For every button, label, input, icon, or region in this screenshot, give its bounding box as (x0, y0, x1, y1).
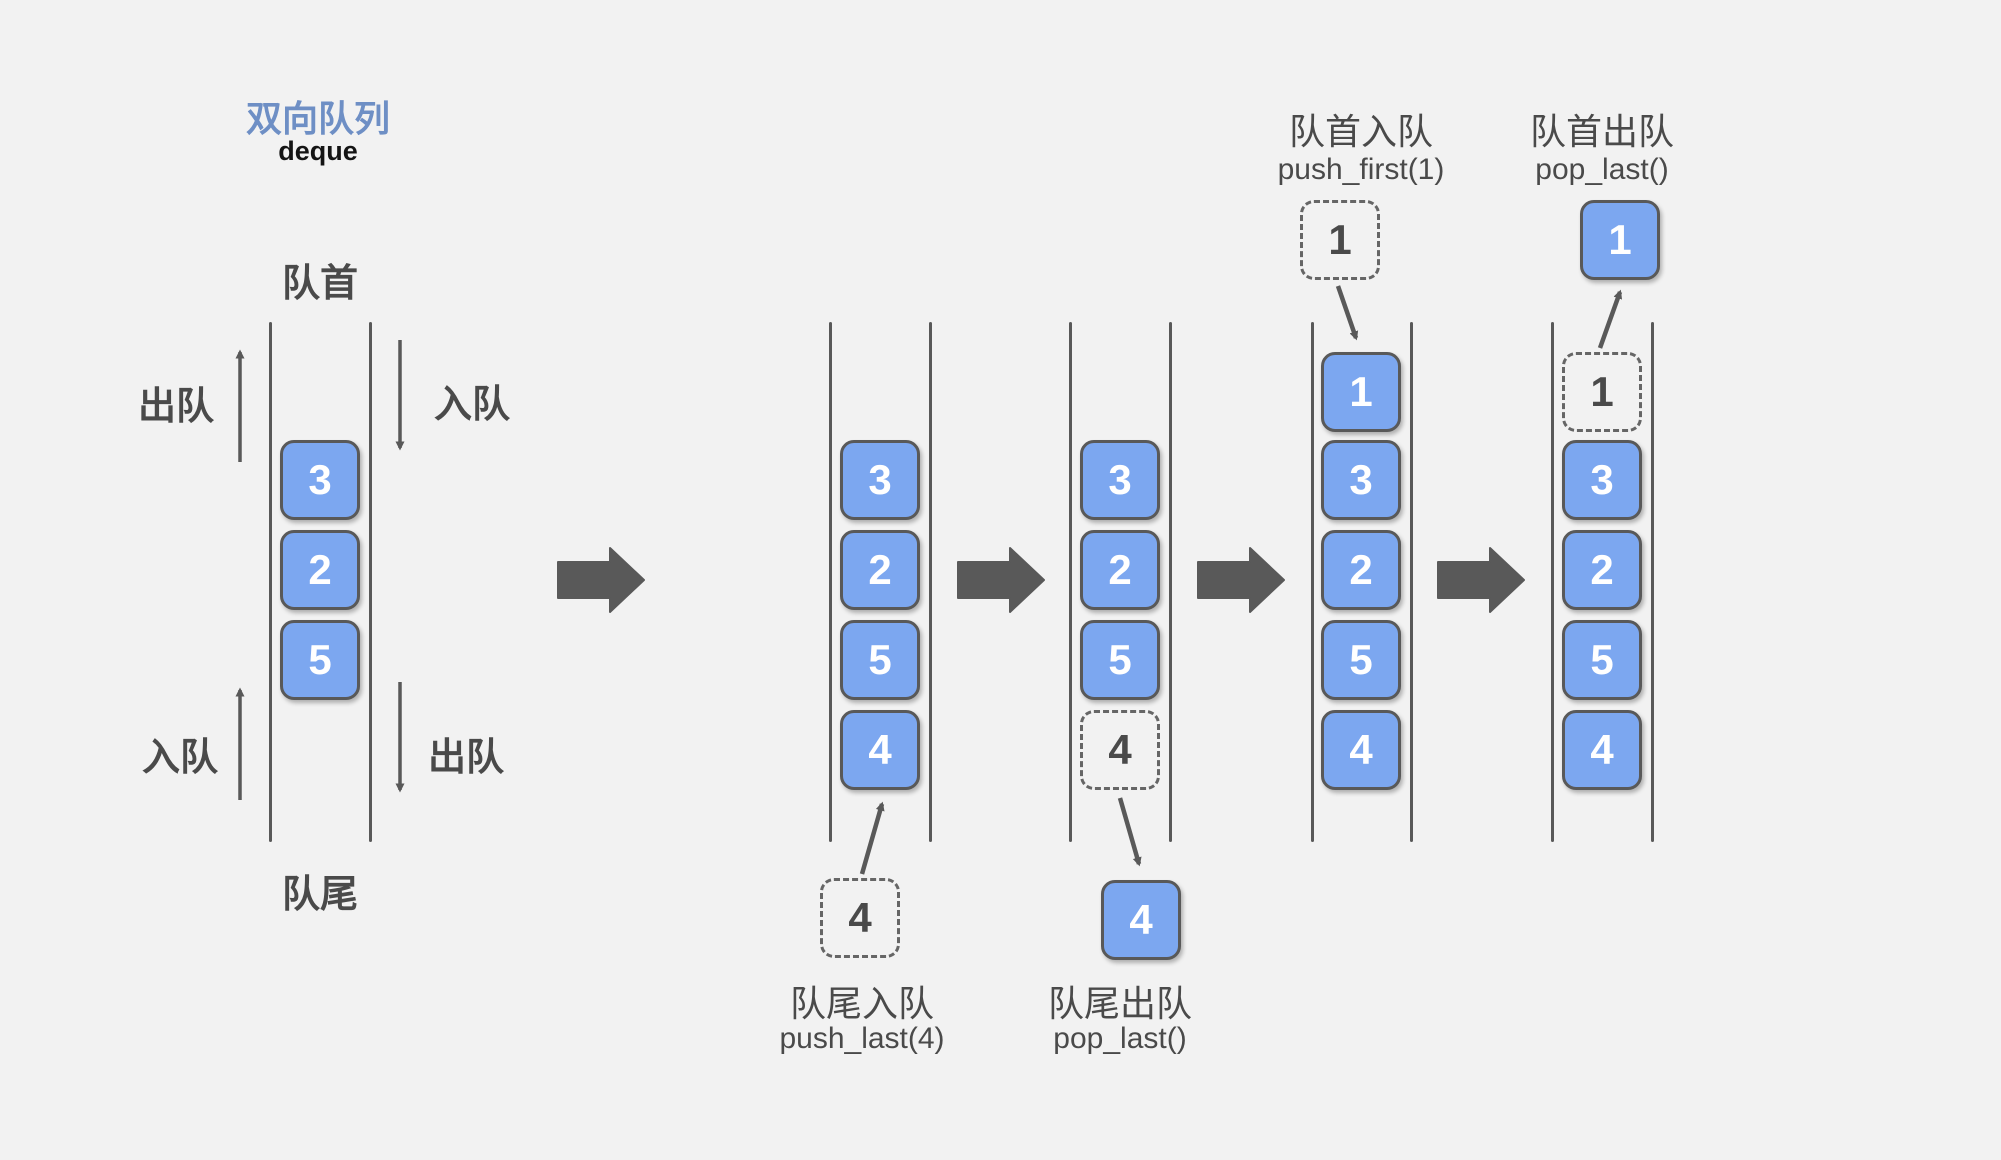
step-arrow-3 (1197, 547, 1285, 613)
pop-last-arrow (1117, 797, 1142, 867)
queue-head-label: 队首 (281, 263, 358, 305)
step-arrow-1 (557, 547, 645, 613)
queue-cell: 2 (1080, 530, 1160, 610)
step-arrow-2 (957, 547, 1045, 613)
diagram-title-en: deque (278, 136, 358, 166)
pop-first-arrow (1597, 289, 1623, 349)
queue-cell: 3 (840, 440, 920, 520)
queue2-left-wall (829, 322, 832, 842)
step-arrow-4 (1437, 547, 1525, 613)
queue-cell: 5 (1321, 620, 1401, 700)
outgoing-cell: 4 (1101, 880, 1181, 960)
dequeue-top-label: 出队 (137, 386, 214, 428)
queue-cell: 3 (1321, 440, 1401, 520)
enqueue-bottom-label: 入队 (141, 737, 218, 779)
op-label-zh: 队首出队 (1529, 111, 1674, 152)
queue-cell: 3 (1562, 440, 1642, 520)
queue5-left-wall (1551, 322, 1554, 842)
op-label-code: push_last(4) (779, 1022, 945, 1055)
op-label-zh: 队尾出队 (1047, 983, 1192, 1024)
queue-cell-ghost: 4 (1080, 710, 1160, 790)
enqueue-top-label: 入队 (433, 384, 510, 426)
queue-cell: 3 (1080, 440, 1160, 520)
op-label-code: push_first(1) (1277, 153, 1445, 186)
queue4-left-wall (1311, 322, 1314, 842)
diagram-title-zh: 双向队列 (245, 98, 390, 139)
queue-cell: 2 (840, 530, 920, 610)
queue3-left-wall (1069, 322, 1072, 842)
queue-cell: 2 (1562, 530, 1642, 610)
queue-cell-ghost: 1 (1562, 352, 1642, 432)
op-label-zh: 队尾入队 (789, 983, 934, 1024)
queue5-right-wall (1651, 322, 1654, 842)
queue1-left-wall (269, 322, 272, 842)
incoming-cell-ghost: 4 (820, 878, 900, 958)
queue3-right-wall (1169, 322, 1172, 842)
queue4-right-wall (1410, 322, 1413, 842)
queue-cell: 4 (840, 710, 920, 790)
queue-cell: 5 (280, 620, 360, 700)
queue-cell: 2 (280, 530, 360, 610)
queue-cell: 5 (840, 620, 920, 700)
queue-tail-label: 队尾 (281, 874, 358, 916)
op-label-zh: 队首入队 (1288, 111, 1433, 152)
incoming-cell-ghost: 1 (1300, 200, 1380, 280)
queue-cell: 3 (280, 440, 360, 520)
queue-cell: 4 (1321, 710, 1401, 790)
dequeue-bottom-label: 出队 (427, 737, 504, 779)
queue-cell: 2 (1321, 530, 1401, 610)
queue-cell: 1 (1321, 352, 1401, 432)
op-label-code: pop_last() (1535, 153, 1669, 186)
queue-cell: 5 (1562, 620, 1642, 700)
push-last-arrow (859, 801, 885, 875)
op-label-code: pop_last() (1053, 1022, 1187, 1055)
queue-cell: 4 (1562, 710, 1642, 790)
push-first-arrow (1335, 285, 1359, 341)
queue2-right-wall (929, 322, 932, 842)
queue1-right-wall (369, 322, 372, 842)
queue-cell: 5 (1080, 620, 1160, 700)
outgoing-cell: 1 (1580, 200, 1660, 280)
